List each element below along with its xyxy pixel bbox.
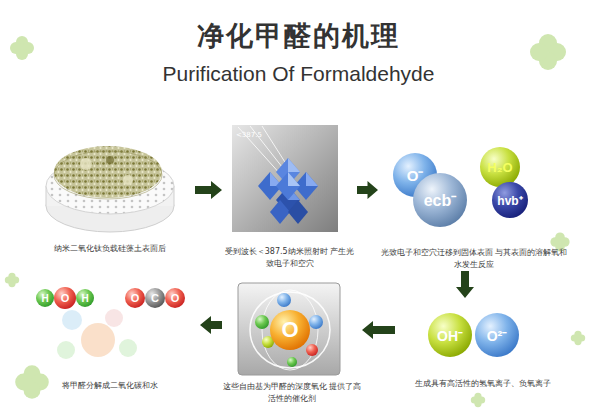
flow-arrow: [456, 271, 474, 298]
sphere-fill: [165, 288, 185, 308]
ion-sphere: hvb⁺: [492, 182, 528, 218]
ion-sphere: C: [145, 288, 165, 308]
step-caption: 生成具有高活性的氢氧离子、负氧离子: [395, 378, 570, 390]
process-panel: 光致电子和空穴迁移到固体表面 与其表面的溶解氧和水发生反应O⁻ecb⁻H₂Ohv…: [378, 128, 570, 271]
ion-label: O: [165, 288, 185, 308]
sphere-fill: [270, 310, 310, 350]
sphere-fill: [36, 289, 54, 307]
step-caption: 受到波长＜387.5纳米照射时 产生光致电子和空穴: [222, 246, 357, 270]
ion-label: O²⁻: [475, 313, 519, 357]
process-panel: 受到波长＜387.5纳米照射时 产生光致电子和空穴: [222, 122, 357, 270]
process-panel: 纳米二氧化钛负载硅藻土表面后: [25, 130, 195, 255]
flow-arrow: [362, 321, 395, 339]
ion-sphere: O: [165, 288, 185, 308]
sphere-fill: [480, 147, 520, 187]
flow-arrow: [357, 181, 378, 199]
step-caption: 光致电子和空穴迁移到固体表面 与其表面的溶解氧和水发生反应: [378, 247, 570, 271]
flow-arrow: [200, 316, 222, 334]
ion-sphere: H: [36, 289, 54, 307]
ion-sphere: O²⁻: [475, 313, 519, 357]
sphere-fill: [54, 287, 76, 309]
flow-arrow: [195, 181, 222, 199]
ion-sphere: O: [125, 288, 145, 308]
process-panel: 生成具有高活性的氢氧离子、负氧离子 OH⁻O²⁻: [395, 298, 570, 390]
sphere-fill: [428, 313, 472, 357]
ion-label: H₂O: [480, 147, 520, 187]
ion-label: H: [36, 289, 54, 307]
sphere-fill: [76, 289, 94, 307]
sphere-fill: [413, 173, 467, 227]
step-caption: 纳米二氧化钛负载硅藻土表面后: [25, 243, 195, 255]
step-caption: 这些自由基为甲醛的深度氧化 提供了高活性的催化剂: [222, 381, 362, 405]
ion-label: OH⁻: [428, 313, 472, 357]
ion-sphere: ecb⁻: [413, 173, 467, 227]
ion-label: O: [125, 288, 145, 308]
ion-label: O: [270, 310, 310, 350]
step-caption: 将甲醛分解成二氧化碳和水: [20, 380, 200, 392]
wavelength-label: <387.5: [236, 131, 276, 139]
ion-label: C: [145, 288, 165, 308]
ion-sphere: H: [76, 289, 94, 307]
diagram-title: 净化甲醛的机理: [0, 18, 597, 54]
ion-sphere: OH⁻: [428, 313, 472, 357]
process-panel: 这些自由基为甲醛的深度氧化 提供了高活性的催化剂 O: [222, 280, 362, 405]
ion-sphere: H₂O: [480, 147, 520, 187]
sphere-fill: [475, 313, 519, 357]
ion-label: O: [54, 287, 76, 309]
sphere-fill: [125, 288, 145, 308]
sphere-fill: [492, 182, 528, 218]
ion-label: ecb⁻: [413, 173, 467, 227]
ion-sphere: O: [54, 287, 76, 309]
sphere-fill: [145, 288, 165, 308]
ion-sphere: O: [270, 310, 310, 350]
process-panel: 将甲醛分解成二氧化碳和水HOHOCO: [20, 282, 200, 392]
ion-label: hvb⁺: [492, 182, 528, 218]
subtitle: Purification Of Formaldehyde: [0, 62, 597, 86]
ion-label: H: [76, 289, 94, 307]
